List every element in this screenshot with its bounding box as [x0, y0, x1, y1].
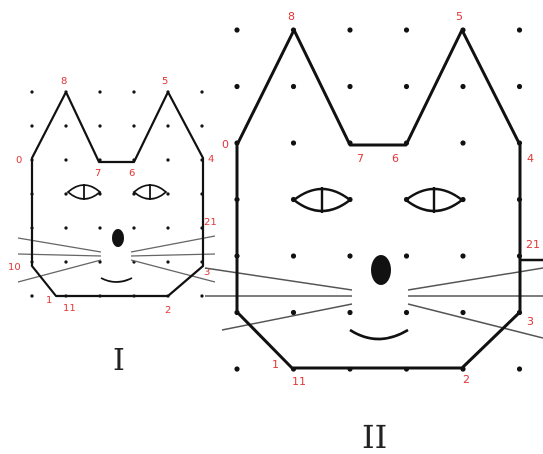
dot-grid-1 — [30, 90, 204, 298]
mouth-2 — [349, 328, 409, 341]
eye-right-2 — [404, 187, 464, 213]
point-label-7: 7 — [95, 168, 101, 179]
point-label-6: 6 — [129, 168, 135, 179]
grid-dot — [166, 260, 170, 264]
grid-dot — [234, 83, 240, 90]
grid-dot — [290, 83, 297, 90]
grid-dot — [516, 83, 523, 90]
grid-dot — [290, 253, 297, 259]
grid-dot — [460, 140, 466, 146]
point-label-3: 3 — [204, 267, 210, 278]
grid-dot — [403, 253, 410, 259]
grid-dot — [98, 226, 102, 230]
grid-dot — [200, 294, 204, 298]
grid-dot — [460, 309, 466, 316]
cat-outline-1 — [30, 90, 205, 298]
point-label-8: 8 — [288, 10, 295, 23]
point-label-10: 10 — [8, 262, 21, 273]
point-label-21: 21 — [204, 217, 217, 228]
grid-dot — [460, 83, 466, 90]
eye-right-1 — [132, 184, 168, 200]
grid-dot — [64, 124, 68, 128]
dot-grid-2 — [234, 27, 523, 372]
whisker-left-1 — [204, 267, 353, 291]
point-label-2: 2 — [165, 305, 171, 316]
grid-dot — [290, 140, 297, 146]
point-label-4: 4 — [527, 152, 534, 165]
point-label-3: 3 — [527, 315, 534, 328]
grid-dot — [347, 309, 353, 316]
grid-dot — [64, 260, 68, 264]
whisker-left-3 — [17, 259, 102, 283]
grid-dot — [64, 226, 68, 230]
point-label-4: 4 — [208, 154, 214, 165]
grid-dot — [166, 124, 170, 128]
whisker-left-2 — [17, 253, 102, 257]
grid-dot — [132, 226, 136, 230]
point-label-5: 5 — [456, 10, 463, 23]
whisker-right-3 — [130, 259, 216, 283]
whiskers-1 — [17, 235, 216, 283]
grid-dot — [403, 83, 410, 90]
point-label-1: 1 — [272, 358, 279, 371]
grid-dot — [200, 90, 204, 94]
grid-dot — [200, 124, 204, 128]
grid-dot — [403, 27, 410, 33]
eye-left-2 — [292, 187, 352, 213]
grid-dot — [234, 27, 240, 33]
whisker-left-1 — [17, 237, 102, 253]
whisker-left-3 — [221, 303, 353, 331]
grid-dot — [30, 294, 34, 298]
grid-dot — [460, 253, 466, 259]
mouth-1 — [100, 277, 133, 283]
whisker-right-1 — [130, 235, 216, 253]
grid-dot — [166, 192, 170, 196]
nose-1 — [112, 229, 124, 247]
grid-dot — [64, 158, 68, 162]
grid-dot — [132, 90, 136, 94]
grid-dot — [347, 83, 353, 90]
point-label-1: 1 — [46, 295, 52, 306]
grid-dot — [166, 226, 170, 230]
grid-dot — [98, 260, 102, 264]
grid-dot — [347, 253, 353, 259]
point-label-2: 2 — [463, 373, 470, 386]
point-label-7: 7 — [357, 152, 364, 165]
whisker-right-3 — [407, 303, 543, 339]
point-label-8: 8 — [61, 76, 67, 87]
figure-caption-1: I — [113, 343, 125, 378]
cat-outline-2 — [235, 28, 522, 370]
grid-dot — [64, 192, 68, 196]
eye-left-1 — [66, 184, 102, 200]
whisker-right-1 — [407, 267, 543, 291]
point-label-0: 0 — [222, 138, 229, 151]
figure-caption-2: II — [362, 418, 387, 454]
grid-dot — [347, 27, 353, 33]
grid-dot — [30, 124, 34, 128]
nose-2 — [371, 255, 391, 285]
grid-dot — [98, 90, 102, 94]
grid-dot — [132, 124, 136, 128]
point-label-21: 21 — [526, 238, 540, 251]
point-label-11: 11 — [63, 303, 76, 314]
grid-dot — [166, 158, 170, 162]
point-label-6: 6 — [392, 152, 399, 165]
point-label-5: 5 — [162, 76, 168, 87]
figure-2: 8 5 0 7 6 4 21 3 1 11 2 II — [204, 10, 543, 454]
grid-dot — [234, 366, 240, 372]
figure-1: 8 5 0 7 6 4 21 10 3 1 11 2 I — [8, 76, 217, 378]
grid-dot — [290, 309, 297, 316]
point-label-0: 0 — [16, 155, 22, 166]
grid-dot — [30, 90, 34, 94]
grid-dot — [516, 366, 523, 372]
point-label-11: 11 — [292, 375, 306, 388]
grid-dot — [516, 27, 523, 33]
grid-dot — [403, 309, 410, 316]
whisker-right-2 — [130, 253, 216, 257]
grid-dot — [98, 124, 102, 128]
